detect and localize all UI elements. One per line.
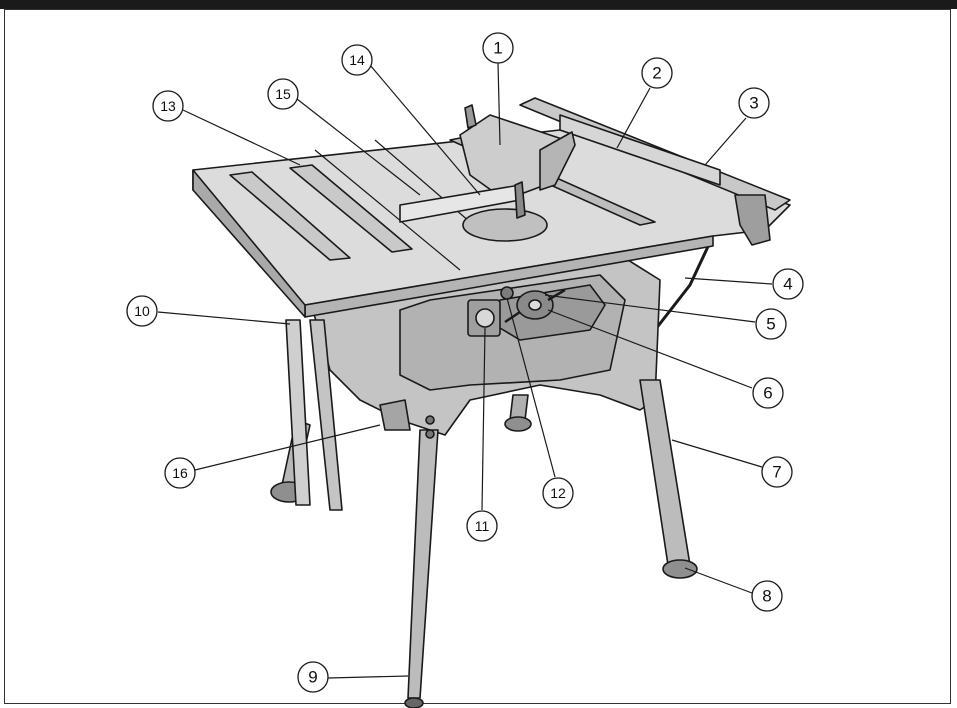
callout-circle-6	[752, 377, 784, 409]
callout-circle-14	[341, 44, 373, 76]
callout-number: 6	[763, 384, 772, 403]
extension-slot	[229, 171, 351, 261]
callout-circle-7	[761, 456, 793, 488]
callout-circle-11	[466, 510, 498, 542]
callout-number: 3	[749, 94, 758, 113]
callout-number: 12	[550, 485, 566, 501]
support-brace	[653, 237, 714, 331]
callout-number: 1	[493, 39, 502, 58]
callout-circle-3	[738, 87, 770, 119]
callout-number: 5	[766, 315, 775, 334]
callout-circle-1	[482, 32, 514, 64]
fence-rail	[559, 114, 721, 186]
callout-number: 7	[772, 463, 781, 482]
folding-stand-left	[285, 319, 311, 506]
overload-button	[500, 286, 514, 300]
callout-circle-12	[542, 477, 574, 509]
foot-rear-middle	[504, 416, 532, 432]
miter-gauge-knob	[514, 181, 526, 219]
stand-latch	[379, 399, 411, 431]
callout-number: 9	[308, 668, 317, 687]
callout-number: 2	[652, 64, 661, 83]
callout-number: 13	[160, 98, 176, 114]
callout-number: 16	[172, 465, 188, 481]
table-saw-drawing	[192, 97, 791, 708]
callout-circle-15	[267, 78, 299, 110]
callout-number: 14	[349, 52, 365, 68]
leader-lines	[157, 62, 773, 679]
callout-number: 15	[275, 86, 291, 102]
callout-number: 11	[475, 518, 490, 534]
foot-front-left	[404, 697, 424, 708]
callout-labels: 1 2 3 4 5 6 7 8 9 10 11 12 13 14 15 16	[134, 39, 793, 687]
riving-knife	[539, 131, 576, 191]
callout-circle-9	[297, 661, 329, 693]
leg-front-right	[639, 379, 691, 566]
top-border-bar	[0, 0, 957, 9]
stand-arm-left	[309, 319, 343, 511]
table-top-left-edge	[192, 169, 306, 318]
miter-gauge-base	[462, 208, 548, 242]
dust-port	[464, 104, 477, 129]
callout-circle-5	[755, 308, 787, 340]
callout-circle-8	[751, 580, 783, 612]
figure-frame	[4, 9, 951, 704]
fence-lock-handle	[734, 194, 771, 246]
callout-number: 4	[783, 275, 792, 294]
callout-circle-10	[126, 295, 158, 327]
callout-circle-2	[641, 57, 673, 89]
extension-slot	[289, 164, 413, 253]
leg-front-left	[407, 429, 439, 699]
callout-circle-16	[164, 457, 196, 489]
foot-front-right	[662, 559, 698, 579]
callouts	[126, 32, 804, 693]
callout-circle-13	[152, 90, 184, 122]
callout-circle-4	[772, 268, 804, 300]
callout-number: 10	[134, 303, 150, 319]
power-switch	[475, 308, 495, 328]
callout-number: 8	[762, 587, 771, 606]
